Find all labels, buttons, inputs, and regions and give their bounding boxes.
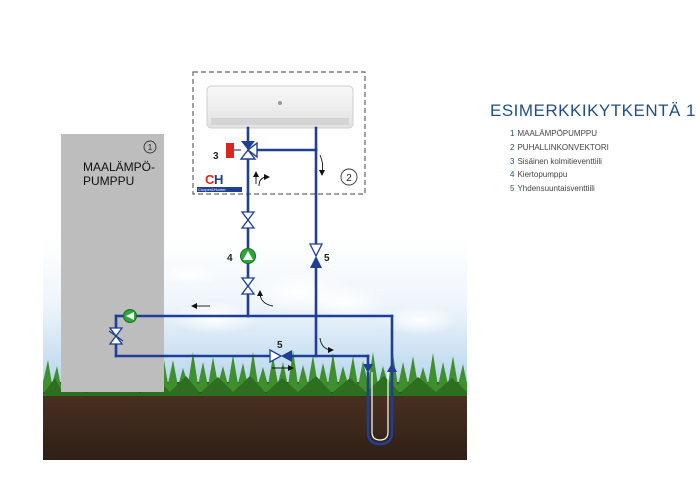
shutoff-valve-lower bbox=[240, 277, 256, 295]
shutoff-valve-heat-pump bbox=[108, 327, 124, 345]
legend-item-label: Yhdensuuntaisventtiili bbox=[517, 184, 595, 194]
three-way-valve bbox=[226, 141, 258, 160]
legend-item-label: Sisäinen kolmitieventtiili bbox=[517, 156, 602, 166]
heat-pump-label-line1: MAALÄMPÖ- bbox=[83, 160, 155, 174]
callout-check-valve-upper: 5 bbox=[324, 253, 330, 264]
legend-item-label: MAALÄMPÖPUMPPU bbox=[517, 129, 598, 138]
legend-title: ESIMERKKIKYTKENTÄ 1 bbox=[490, 101, 696, 120]
loop-up-arrow bbox=[387, 363, 397, 372]
ground-loop-outer bbox=[366, 372, 394, 446]
callout-circulation-pump: 4 bbox=[227, 253, 233, 264]
legend-item-label: Kiertopumppu bbox=[517, 170, 568, 180]
check-valve-upper bbox=[308, 243, 324, 268]
fan-coil-unit bbox=[206, 85, 354, 129]
background-photo bbox=[43, 238, 467, 460]
check-valve-lower bbox=[269, 348, 292, 364]
flow-arrows bbox=[191, 154, 334, 371]
heat-pump-marker: 1 bbox=[143, 140, 157, 154]
fan-coil-marker: 2 bbox=[340, 168, 358, 186]
legend-item-number: 3 bbox=[510, 156, 515, 166]
legend-item-label: PUHALLINKONVEKTORI bbox=[517, 142, 609, 152]
circulation-pump bbox=[240, 248, 256, 264]
ground-loop-inner bbox=[371, 372, 389, 441]
svg-text:Cooper&Hunter: Cooper&Hunter bbox=[198, 187, 226, 192]
heat-pump-cabinet bbox=[61, 134, 164, 392]
legend-item-number: 2 bbox=[510, 142, 515, 152]
svg-text:C: C bbox=[205, 172, 215, 187]
legend-item-number: 1 bbox=[510, 129, 515, 138]
svg-text:1: 1 bbox=[148, 143, 153, 152]
callout-check-valve-lower: 5 bbox=[277, 340, 283, 351]
shutoff-valve-upper bbox=[240, 211, 256, 229]
fan-coil-enclosure bbox=[192, 71, 366, 195]
legend-item-number: 4 bbox=[510, 170, 515, 180]
legend-item-number: 5 bbox=[510, 184, 515, 194]
pipe-network bbox=[114, 126, 394, 372]
heat-pump-circulation-pump bbox=[123, 309, 137, 323]
heat-pump-label-line2: PUMPPU bbox=[83, 174, 134, 188]
svg-text:H: H bbox=[214, 172, 223, 187]
loop-down-arrow bbox=[363, 364, 373, 373]
brand-logo: C H Cooper&Hunter bbox=[197, 172, 242, 192]
callout-three-way-valve: 3 bbox=[213, 151, 219, 162]
svg-text:2: 2 bbox=[346, 173, 352, 184]
